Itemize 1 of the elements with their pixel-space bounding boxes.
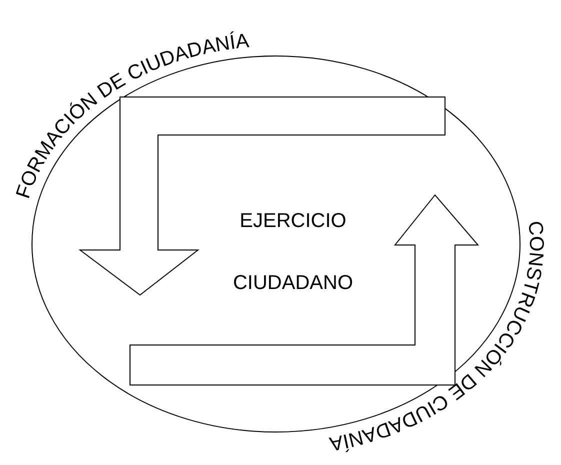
center-label: EJERCICIO CIUDADANO [232,209,354,296]
